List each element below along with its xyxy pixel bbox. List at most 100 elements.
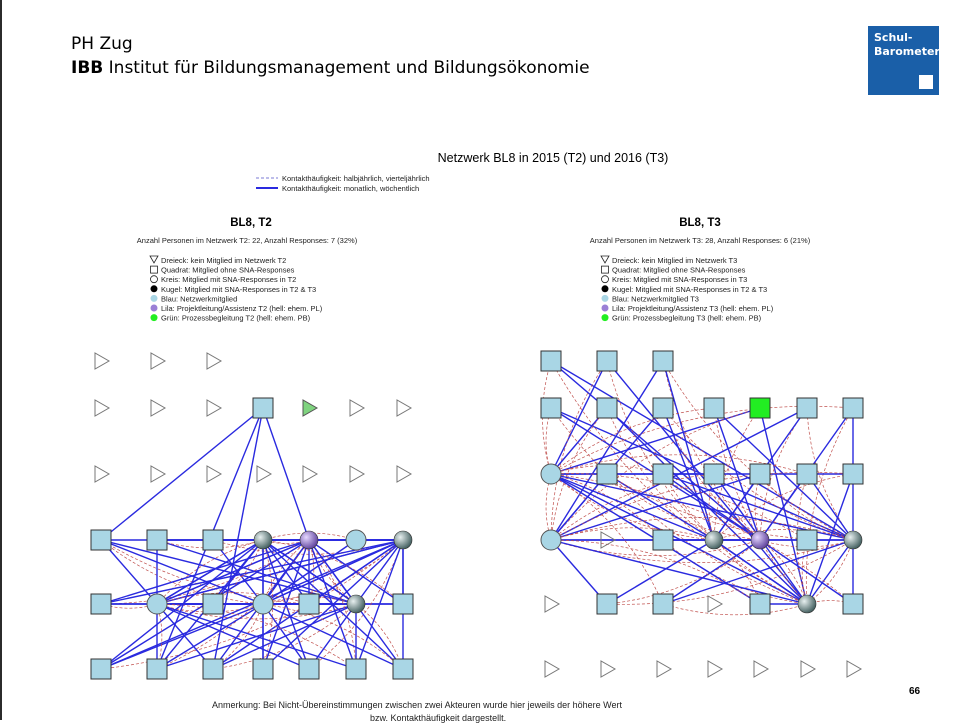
network-t3	[540, 350, 864, 678]
legend-entry-label: Dreieck: kein Mitglied im Netzwerk T2	[161, 256, 286, 265]
edge-strong	[100, 603, 264, 670]
edge-strong	[713, 539, 808, 605]
node-triangle	[349, 465, 366, 483]
edge-strong	[262, 603, 404, 670]
edge-weak	[550, 473, 715, 541]
node-square	[252, 658, 274, 680]
node-square	[345, 658, 367, 680]
edge-weak	[606, 360, 715, 541]
edge-strong	[100, 407, 264, 541]
legend-entry-label: Dreieck: kein Mitglied im Netzwerk T3	[612, 256, 737, 265]
node-square	[796, 529, 818, 551]
edge-weak	[100, 539, 404, 670]
triangle-down-icon	[149, 255, 159, 264]
green-dot-icon	[601, 314, 609, 322]
edge-strong	[262, 539, 404, 670]
node-triangle	[396, 399, 413, 417]
legend-entry-label: Lila: Projektleitung/Assistenz T3 (hell:…	[612, 304, 774, 313]
edge-strong	[550, 360, 761, 541]
node-triangle	[753, 660, 770, 678]
legend-entry-label: Lila: Projektleitung/Assistenz T2 (hell:…	[161, 304, 323, 313]
node-triangle	[206, 465, 223, 483]
edge-strong	[212, 407, 264, 670]
node-triangle	[600, 531, 617, 549]
edge-weak	[262, 539, 404, 605]
edge-weak	[713, 407, 808, 605]
node-circle	[252, 593, 274, 615]
legend-entry-label: Grün: Prozessbegleitung T3 (hell: ehem. …	[612, 314, 762, 323]
node-square	[842, 463, 864, 485]
edge-strong	[355, 539, 404, 605]
node-triangle	[94, 465, 111, 483]
edge-strong	[759, 539, 854, 605]
strong-edge-legend-label: Kontakthäufigkeit: monatlich, wöchentlic…	[282, 184, 419, 193]
edge-strong	[550, 473, 715, 541]
edge-strong	[662, 473, 854, 541]
node-square	[842, 397, 864, 419]
edge-strong	[262, 407, 310, 541]
edge-strong	[550, 360, 664, 541]
node-sphere	[253, 530, 273, 550]
legend-entry-label: Quadrat: Mitglied ohne SNA-Responses	[161, 266, 295, 275]
edge-weak	[550, 407, 715, 475]
node-sphere	[797, 594, 817, 614]
edge-weak	[805, 407, 854, 605]
node-square	[596, 397, 618, 419]
node-square-green	[749, 397, 771, 419]
edge-strong	[156, 603, 357, 670]
edge-strong	[662, 473, 761, 541]
edge-weak	[355, 603, 404, 670]
edge-weak	[713, 473, 854, 541]
square-icon	[601, 265, 609, 274]
slide-frame-border	[0, 0, 2, 720]
node-square	[298, 593, 320, 615]
header-institute: IBB Institut für Bildungsmanagement und …	[71, 58, 590, 78]
edge-weak	[606, 407, 715, 541]
edge-strong	[100, 539, 404, 670]
node-square	[703, 463, 725, 485]
edge-strong	[662, 539, 854, 605]
node-square	[796, 463, 818, 485]
node-square	[749, 463, 771, 485]
edge-weak	[550, 473, 854, 605]
node-square	[796, 397, 818, 419]
edge-strong	[550, 539, 608, 605]
node-square	[540, 397, 562, 419]
edge-weak	[662, 473, 808, 605]
edge-weak	[759, 473, 854, 541]
edge-weak	[606, 539, 761, 605]
edge-weak	[550, 407, 608, 541]
node-square	[298, 658, 320, 680]
edge-strong	[550, 473, 608, 541]
node-square	[596, 350, 618, 372]
header-org: PH Zug	[71, 34, 133, 54]
edge-strong	[806, 473, 854, 605]
legend-entry-label: Grün: Prozessbegleitung T2 (hell: ehem. …	[161, 314, 311, 323]
figure-title: Netzwerk BL8 in 2015 (T2) und 2016 (T3)	[438, 151, 669, 165]
edge-strong	[550, 407, 608, 475]
edge-weak	[100, 539, 264, 605]
edge-weak	[550, 473, 664, 605]
node-triangle	[846, 660, 863, 678]
edge-weak	[156, 539, 264, 549]
node-sphere	[704, 530, 724, 550]
header-ibb-abbr: IBB	[71, 58, 104, 78]
edge-weak	[212, 603, 357, 670]
node-square	[652, 593, 674, 615]
node-square	[703, 397, 725, 419]
node-triangle	[94, 352, 111, 370]
edge-weak	[262, 539, 404, 605]
node-triangle	[544, 595, 561, 613]
edge-weak	[713, 407, 761, 541]
node-legend-t2: Dreieck: kein Mitglied im Netzwerk T2Qua…	[149, 255, 323, 323]
edge-weak	[662, 360, 761, 541]
node-triangle	[94, 399, 111, 417]
footnote-line1: Anmerkung: Bei Nicht-Übereinstimmungen z…	[212, 700, 623, 710]
edge-weak	[662, 360, 854, 541]
edge-weak	[550, 527, 715, 541]
blue-dot-icon	[150, 294, 158, 302]
edge-strong	[713, 473, 761, 541]
page-number: 66	[909, 686, 921, 697]
edge-strong	[606, 473, 715, 541]
